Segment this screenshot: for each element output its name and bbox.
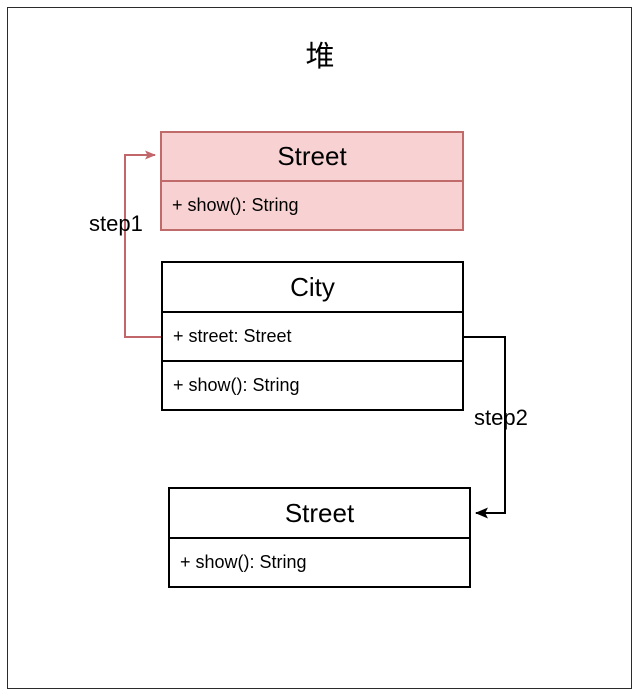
- uml-member-show: + show(): String: [162, 180, 462, 229]
- uml-class-name-street-bottom: Street: [284, 497, 355, 528]
- uml-member-show: + show(): String: [170, 537, 469, 586]
- connector-label-step1: step1: [89, 211, 143, 236]
- connector-label-step2: step2: [474, 405, 528, 430]
- uml-class-city[interactable]: City + street: Street + show(): String: [161, 261, 464, 411]
- uml-class-street-bottom[interactable]: Street + show(): String: [168, 487, 471, 588]
- uml-class-street-top[interactable]: Street + show(): String: [160, 131, 464, 231]
- uml-class-name-street-top: Street: [277, 141, 347, 171]
- connector-step1-arrow: [124, 150, 161, 338]
- page-title: 堆: [305, 39, 335, 73]
- uml-class-name-city: City: [290, 271, 335, 302]
- uml-member-street-field: + street: Street: [163, 311, 462, 360]
- uml-member-show: + show(): String: [163, 360, 462, 409]
